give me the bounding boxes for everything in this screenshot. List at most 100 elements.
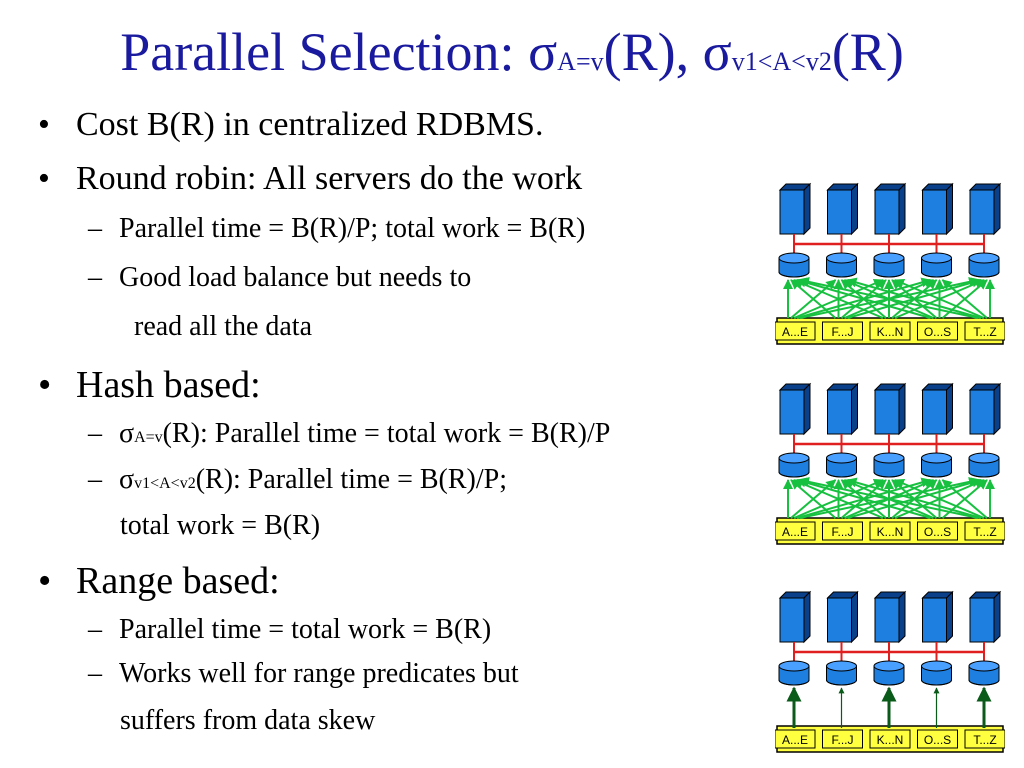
bullet-range: • Range based: [38,559,280,603]
disk-icon [778,660,810,686]
bullet-dash: – [88,614,102,645]
data-flow-arrow [941,279,988,319]
title-subscript-1: A=v [557,47,604,76]
server-icon [921,590,954,644]
partition-cell [964,321,1005,341]
sigma-subscript: A=v [134,429,163,446]
bullet-cost: • Cost B(R) in centralized RDBMS. [38,106,543,144]
disk-icon [778,452,810,478]
disk-icon [921,252,952,278]
data-flow-arrow [894,278,985,319]
server-icon [778,382,812,436]
server-icon [873,590,907,644]
title-main: Parallel Selection: [120,22,529,82]
subbullet-range-time: – Parallel time = total work = B(R) [88,614,491,646]
round-robin-diagram: A...E F...J K...N O...S T...Z [775,182,1005,345]
partition-cell [775,521,816,541]
disk-icon [873,252,905,278]
server-icon [778,590,812,644]
sigma-symbol: σ [119,464,135,495]
partition-label: F...J [831,733,853,747]
disk-icon [873,660,905,686]
partition-cell [917,321,958,341]
partition-label: O...S [924,733,951,747]
bullet-text: Hash based: [76,364,261,406]
bullet-dash: – [88,262,102,293]
partition-label: O...S [924,325,951,339]
slide-title: Parallel Selection: σA=v(R), σv1<A<v2(R) [0,22,1024,92]
bullet-text: Parallel time = total work = B(R) [119,614,492,645]
server-icon [826,382,859,436]
partition-label: T...Z [973,525,996,539]
subbullet-hash-range-cont: total work = B(R) [120,510,320,542]
partition-label: A...E [782,325,808,339]
bullet-dash: – [88,464,102,495]
data-flow-arrow [846,477,982,519]
subbullet-hash-range: – σv1<A<v2(R): Parallel time = B(R)/P; [88,464,507,496]
partition-cell [964,729,1005,749]
partition-label: A...E [782,733,808,747]
disk-icon [826,252,857,278]
disk-icon [921,660,952,686]
server-icon [968,382,1002,436]
subbullet-range-predicates-cont: suffers from data skew [120,705,375,737]
bullet-text: suffers from data skew [120,705,376,736]
partition-label: K...N [877,733,904,747]
partition-cell [917,521,958,541]
bullet-dot: • [38,560,52,602]
bullet-text: Cost B(R) in centralized RDBMS. [76,106,544,143]
bullet-dash: – [88,658,102,689]
partition-label: T...Z [973,325,996,339]
partition-cell [775,729,816,749]
title-relation-1: (R), [603,22,703,82]
partition-cell [822,321,863,341]
server-icon [873,182,907,236]
server-icon [778,182,812,236]
partition-label: O...S [924,525,951,539]
bullet-text: (R): Parallel time = B(R)/P; [195,464,508,495]
disk-icon [921,452,952,478]
bullet-text: Works well for range predicates but [119,658,519,689]
data-flow-arrow [796,277,931,319]
server-icon [968,590,1002,644]
bullet-text: Round robin: All servers do the work [76,160,583,197]
partition-cell [964,521,1005,541]
subbullet-rr-balance-cont: read all the data [134,311,312,343]
partition-label: T...Z [973,733,996,747]
bullet-round-robin: • Round robin: All servers do the work [38,160,582,198]
title-sigma-2: σ [702,22,732,82]
partition-cell [917,729,958,749]
bullet-hash: • Hash based: [38,363,261,407]
bullet-dot: • [38,160,50,197]
subbullet-rr-balance: – Good load balance but needs to [88,262,471,294]
disk-icon [968,252,1000,278]
title-relation-2: (R) [831,22,904,82]
partition-cell [869,729,911,749]
partition-label: F...J [831,525,853,539]
bullet-text: Good load balance but needs to [119,262,472,293]
bullet-text: total work = B(R) [120,510,321,541]
sigma-subscript: v1<A<v2 [134,475,196,492]
bullet-text: read all the data [134,311,313,342]
subbullet-hash-eq: – σA=v(R): Parallel time = total work = … [88,418,610,450]
partition-cell [869,321,911,341]
disk-icon [968,660,1000,686]
subbullet-range-predicates: – Works well for range predicates but [88,658,519,690]
server-icon [826,590,859,644]
bullet-dot: • [38,364,52,406]
partition-cell [775,321,816,341]
bullet-text: (R): Parallel time = total work = B(R)/P [162,418,611,449]
range-diagram: A...E F...J K...N O...S T...Z [775,590,1005,753]
bullet-dash: – [88,418,102,449]
partition-label: K...N [877,325,904,339]
subbullet-rr-time: – Parallel time = B(R)/P; total work = B… [88,213,585,245]
partition-label: F...J [831,325,853,339]
data-flow-arrow [846,277,982,319]
disk-icon [968,452,1000,478]
disk-icon [826,660,857,686]
disk-icon [826,452,857,478]
partition-cell [822,521,863,541]
partition-label: A...E [782,525,808,539]
data-flow-arrow [894,478,985,519]
